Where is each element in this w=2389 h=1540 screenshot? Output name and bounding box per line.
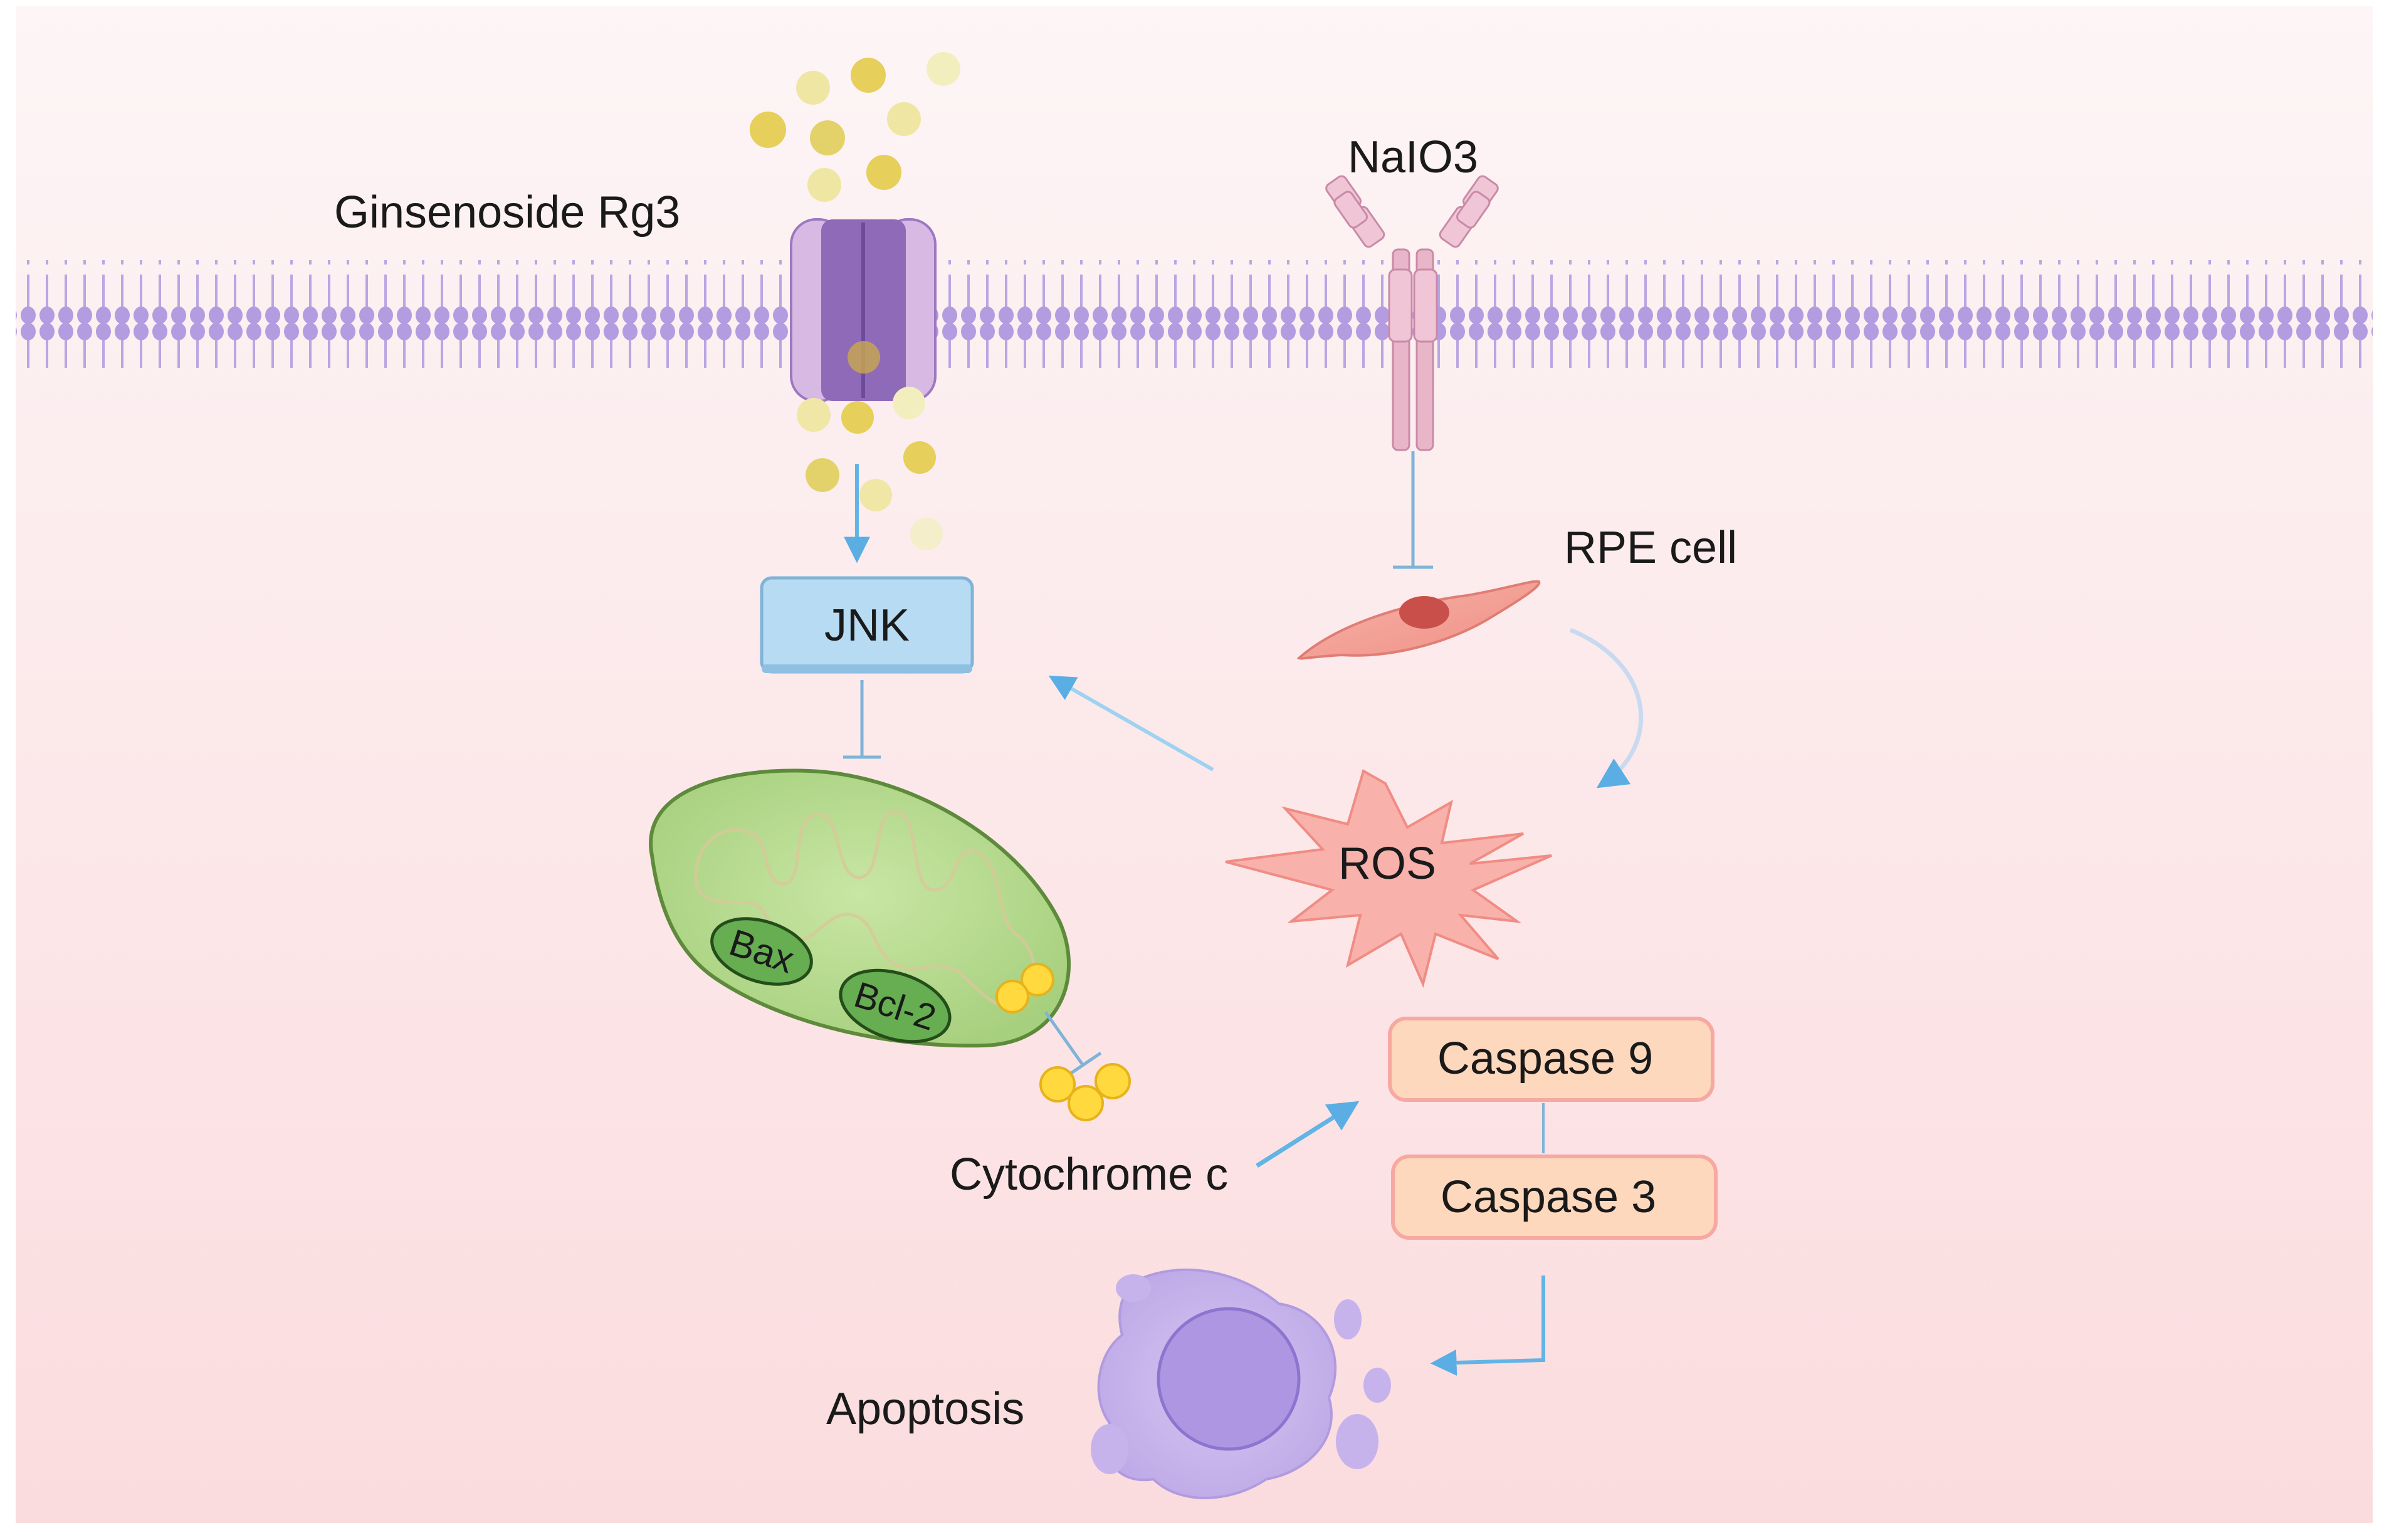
ros-star-icon: ROS xyxy=(1225,769,1552,988)
ros-label: ROS xyxy=(1338,839,1436,889)
bcl2-protein: Bcl-2 xyxy=(839,968,952,1044)
jnk-to-mitochondria-inhibition xyxy=(843,680,881,759)
apoptotic-cell-icon xyxy=(1091,1268,1391,1499)
rpe-cell-icon xyxy=(1296,580,1541,660)
rpe-cell-label: RPE cell xyxy=(1564,523,1737,573)
apoptosis-label: Apoptosis xyxy=(826,1384,1024,1434)
naio3-label: NaIO3 xyxy=(1348,132,1478,182)
ginsenoside-molecules-inside xyxy=(797,387,943,550)
receptor-icon xyxy=(1325,175,1499,451)
cell-membrane xyxy=(16,260,2373,368)
rpe-to-ros-arrow xyxy=(1569,627,1644,788)
cytochrome-c-molecules xyxy=(1039,1063,1131,1121)
caspase3-to-apoptosis-arrow xyxy=(1430,1275,1545,1376)
cytochrome-to-caspase9-arrow xyxy=(1256,1101,1360,1168)
ros-to-jnk-arrow xyxy=(1048,675,1214,772)
ginsenoside-molecules-outside xyxy=(750,52,960,202)
receptor-to-rpe-inhibition xyxy=(1393,451,1433,569)
caspase9-label: Caspase 9 xyxy=(1437,1034,1653,1084)
caspase3-label: Caspase 3 xyxy=(1441,1172,1656,1222)
ion-channel-icon xyxy=(790,218,937,402)
bax-protein: Bax xyxy=(710,917,813,986)
caspase3-node: Caspase 3 xyxy=(1391,1155,1718,1240)
mitochondria-icon: Bax Bcl-2 xyxy=(649,768,1071,1048)
caspase9-node: Caspase 9 xyxy=(1388,1017,1714,1102)
cytochrome-c-label: Cytochrome c xyxy=(950,1150,1228,1200)
jnk-label: JNK xyxy=(824,600,910,651)
ginsenoside-label: Ginsenoside Rg3 xyxy=(334,187,680,238)
jnk-node: JNK xyxy=(760,576,974,674)
